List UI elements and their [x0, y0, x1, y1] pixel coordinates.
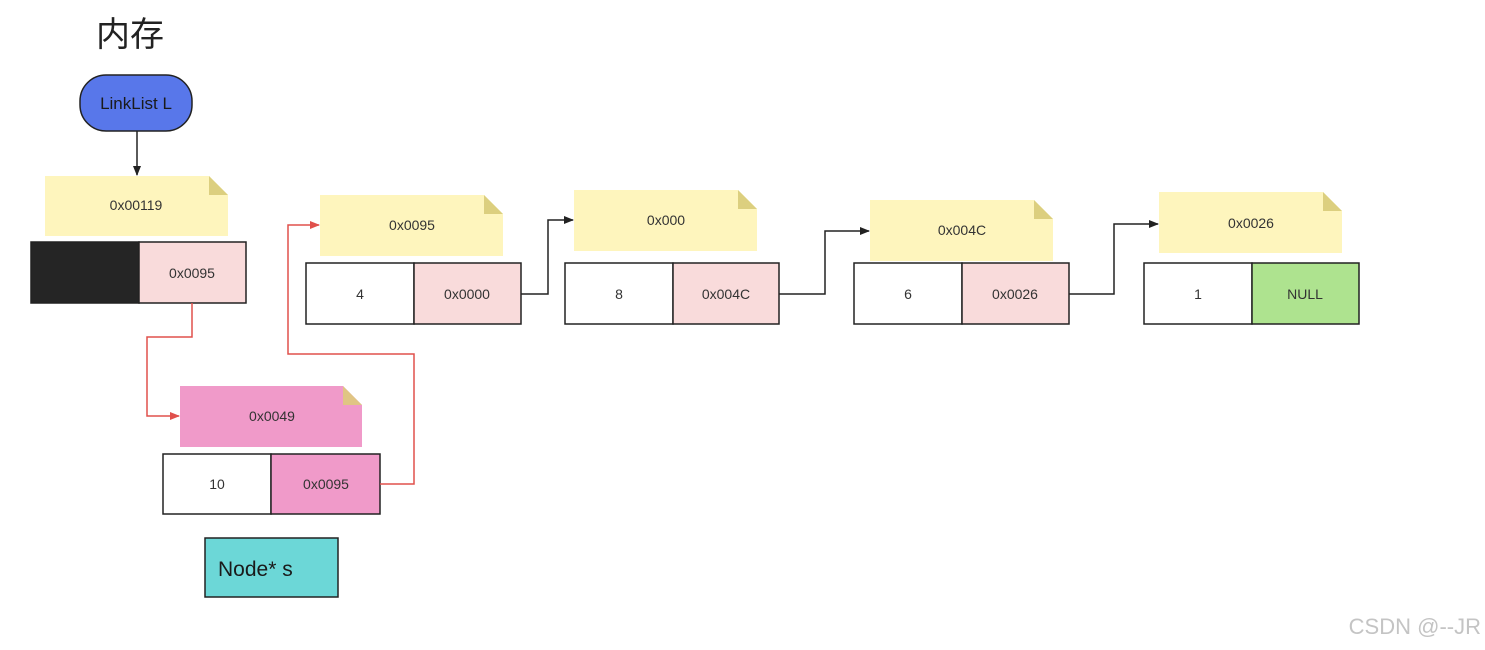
- node-s-label: Node* s: [218, 558, 293, 581]
- list-node-1: 0x0095 4 0x0000: [305, 195, 522, 325]
- list-node-3-address: 0x004C: [938, 222, 986, 238]
- list-node-2-data: 8: [615, 286, 623, 302]
- list-node-1-data: 4: [356, 286, 364, 302]
- node-2-to-node-3-arrow: [779, 227, 870, 295]
- list-node-4-data: 1: [1194, 286, 1202, 302]
- head-node: 0x0095: [30, 241, 247, 304]
- list-node-2: 0x000 8 0x004C: [564, 190, 780, 325]
- list-node-2-address: 0x000: [647, 212, 685, 228]
- list-node-2-next: 0x004C: [702, 286, 750, 302]
- memory-title: 内存: [96, 15, 164, 55]
- new-node-data: 10: [209, 476, 225, 492]
- new-node-to-first-node-arrow: [287, 221, 415, 485]
- list-node-1-next: 0x0000: [444, 286, 490, 302]
- list-node-4: 0x0026 1 NULL: [1143, 192, 1360, 325]
- node-s-pointer: Node* s: [204, 537, 339, 598]
- node-3-to-node-4-arrow: [1069, 220, 1159, 295]
- head-node-address-note: 0x00119: [45, 176, 228, 236]
- head-node-address: 0x00119: [110, 197, 163, 213]
- new-node-address-note: 0x0049: [180, 386, 362, 447]
- linklist-label: LinkList L: [100, 94, 172, 113]
- list-node-1-address: 0x0095: [389, 217, 435, 233]
- new-node-address: 0x0049: [249, 408, 295, 424]
- head-to-new-node-arrow: [146, 303, 193, 420]
- list-node-4-next: NULL: [1287, 286, 1323, 302]
- linklist-head-pointer: LinkList L: [79, 74, 193, 132]
- list-node-3-data: 6: [904, 286, 912, 302]
- node-1-to-node-2-arrow: [521, 216, 574, 295]
- head-node-next: 0x0095: [169, 265, 215, 281]
- list-node-3-next: 0x0026: [992, 286, 1038, 302]
- list-node-4-address: 0x0026: [1228, 215, 1274, 231]
- new-node-next: 0x0095: [303, 476, 349, 492]
- new-node: 10 0x0095: [162, 453, 381, 515]
- watermark: CSDN @--JR: [1349, 614, 1481, 639]
- list-node-3: 0x004C 6 0x0026: [853, 200, 1070, 325]
